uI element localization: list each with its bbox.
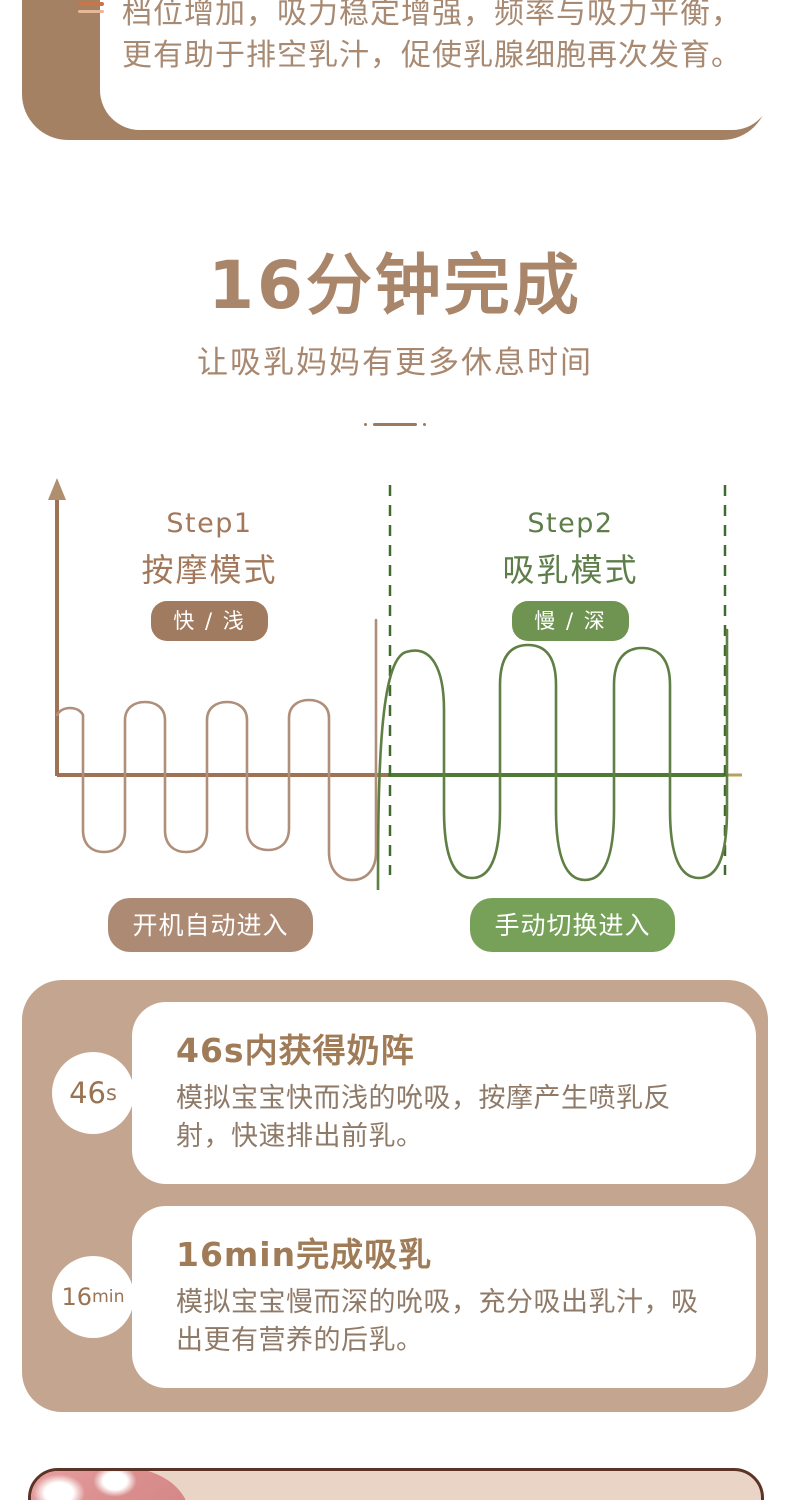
- feature-badge-2-value: 16: [61, 1283, 92, 1311]
- waveform-svg: [48, 478, 742, 890]
- top-excerpt-card: [100, 0, 772, 130]
- feature-card-2-title: 16min完成吸乳: [176, 1235, 433, 1274]
- step1-speed-badge: 快 / 浅: [151, 601, 268, 641]
- pumping-mode-waveform: [376, 628, 729, 890]
- divider-dot-right: [423, 423, 426, 426]
- step1-label-group: Step1 按摩模式 快 / 浅: [107, 508, 312, 641]
- top-excerpt-line-2: 更有助于排空乳汁，促使乳腺细胞再次发育。: [122, 38, 742, 73]
- feature-card-1: 46s内获得奶阵 模拟宝宝快而浅的吮吸，按摩产生喷乳反射，快速排出前乳。: [132, 1002, 756, 1184]
- divider-dot-left: [364, 423, 367, 426]
- bottom-anatomy-card: [28, 1468, 764, 1500]
- feature-badge-1-value: 46: [69, 1076, 106, 1110]
- massage-mode-waveform: [55, 618, 378, 882]
- feature-badge-2-unit: min: [91, 1287, 125, 1307]
- list-dash-icon-secondary: [78, 10, 104, 13]
- feature-badge-1-unit: s: [106, 1081, 117, 1105]
- decorative-divider: [0, 423, 790, 426]
- breast-anatomy-illustration: [31, 1471, 189, 1500]
- feature-card-1-title: 46s内获得奶阵: [176, 1031, 415, 1070]
- auto-entry-button[interactable]: 开机自动进入: [108, 898, 313, 952]
- feature-card-2-body: 模拟宝宝慢而深的吮吸，充分吸出乳汁，吸出更有营养的后乳。: [176, 1287, 699, 1357]
- feature-card-2: 16min完成吸乳 模拟宝宝慢而深的吮吸，充分吸出乳汁，吸出更有营养的后乳。: [132, 1206, 756, 1388]
- feature-card-1-body: 模拟宝宝快而浅的吮吸，按摩产生喷乳反射，快速排出前乳。: [176, 1083, 671, 1153]
- step2-eyebrow: Step2: [527, 508, 614, 539]
- page-subtitle: 让吸乳妈妈有更多休息时间: [197, 345, 593, 381]
- suction-waveform-chart: Step1 按摩模式 快 / 浅 Step2 吸乳模式 慢 / 深: [0, 470, 790, 890]
- step2-mode-name: 吸乳模式: [502, 551, 639, 589]
- step1-mode-name: 按摩模式: [141, 551, 278, 589]
- divider-dash: [373, 423, 417, 426]
- step2-speed-badge: 慢 / 深: [512, 601, 629, 641]
- y-axis-arrow-icon: [48, 478, 66, 500]
- list-dash-icon: [78, 2, 104, 6]
- page-title: 16分钟完成: [208, 247, 582, 324]
- manual-entry-button[interactable]: 手动切换进入: [470, 898, 675, 952]
- step2-label-group: Step2 吸乳模式 慢 / 深: [468, 508, 673, 641]
- top-excerpt-line-1: 档位增加，吸力稳定增强，频率与吸力平衡，: [122, 0, 742, 31]
- step1-eyebrow: Step1: [166, 508, 253, 539]
